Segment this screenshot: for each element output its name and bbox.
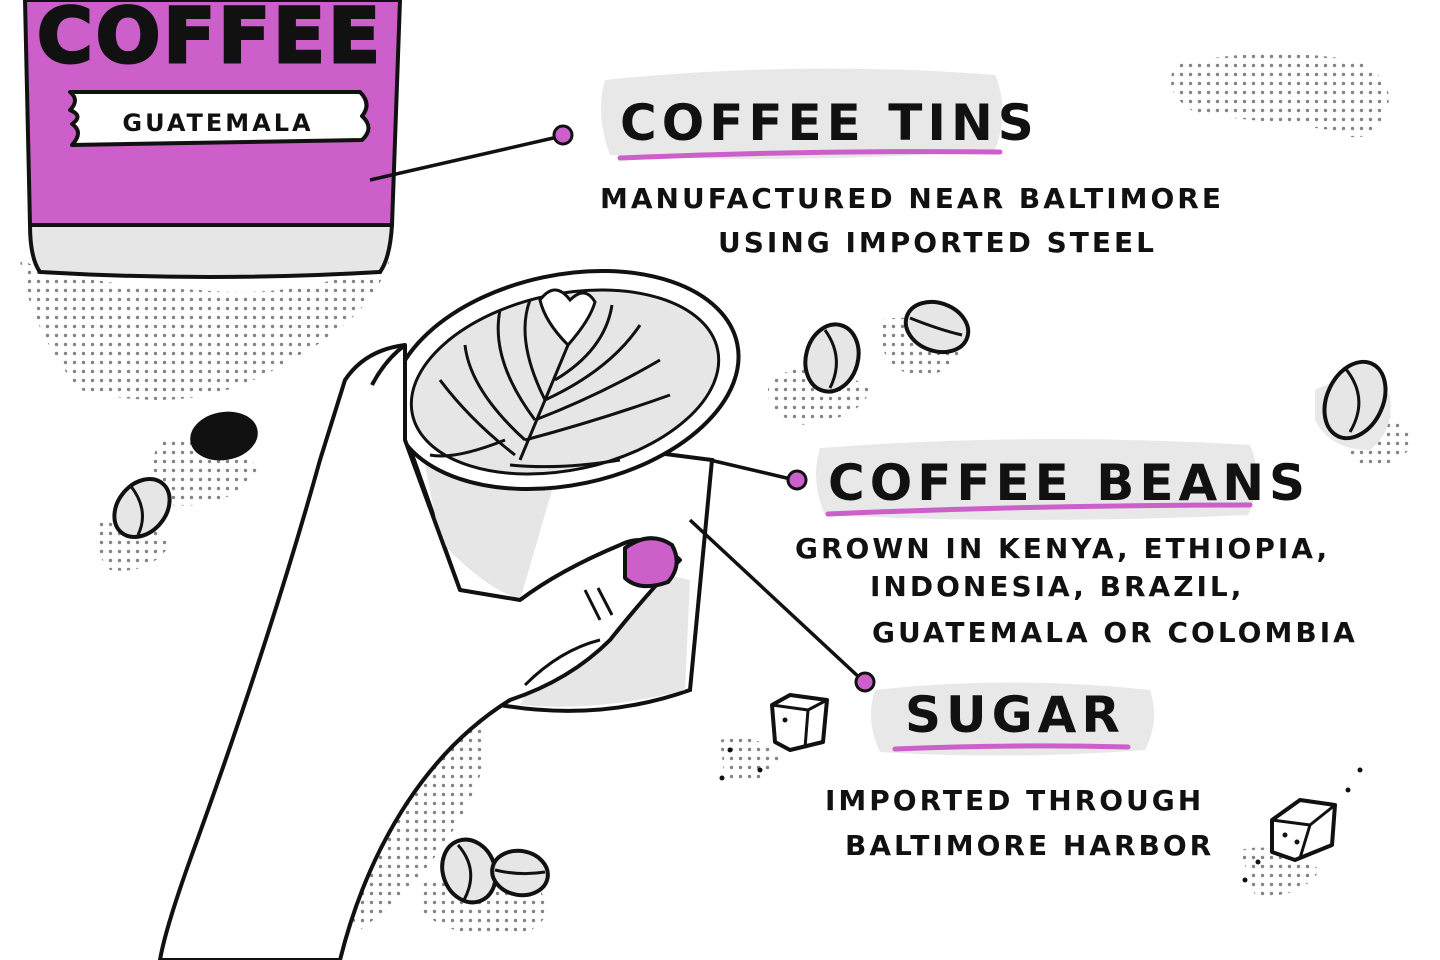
sugar-callout-line-2: BALTIMORE HARBOR xyxy=(845,829,1214,862)
coffee-beans xyxy=(112,299,1388,905)
tin-label-banner xyxy=(68,90,371,147)
coffee-tin xyxy=(23,0,402,279)
tins-callout-line-1: MANUFACTURED NEAR BALTIMORE xyxy=(600,182,1224,215)
sugar-pin-dot xyxy=(854,671,876,693)
tin-label: GUATEMALA xyxy=(122,109,313,137)
beans-callout-title: COFFEE BEANS xyxy=(828,454,1310,512)
leader-lines xyxy=(369,134,864,682)
sugar-cubes xyxy=(770,693,1337,862)
title-highlights xyxy=(601,68,1391,756)
tins-callout-line-2: USING IMPORTED STEEL xyxy=(718,226,1157,259)
tins-pin-dot xyxy=(552,124,574,146)
sugar-callout-title: SUGAR xyxy=(905,686,1125,744)
beans-callout-line-2: INDONESIA, BRAZIL, xyxy=(870,570,1244,603)
crumbs xyxy=(719,747,1363,883)
leader-dots xyxy=(552,124,876,693)
tins-callout-title: COFFEE TINS xyxy=(620,94,1039,152)
beans-leader-line xyxy=(709,458,796,482)
beans-pin-dot xyxy=(786,469,808,491)
hand xyxy=(158,343,682,960)
sugar-callout-line-1: IMPORTED THROUGH xyxy=(825,784,1204,817)
beans-callout-line-3: GUATEMALA OR COLOMBIA xyxy=(872,616,1358,649)
beans-callout-line-1: GROWN IN KENYA, ETHIOPIA, xyxy=(795,532,1330,565)
tin-brand: COFFEE xyxy=(37,0,383,80)
tins-leader-line xyxy=(369,134,563,182)
title-underlines xyxy=(617,149,1253,752)
sugar-leader-line xyxy=(688,518,864,682)
